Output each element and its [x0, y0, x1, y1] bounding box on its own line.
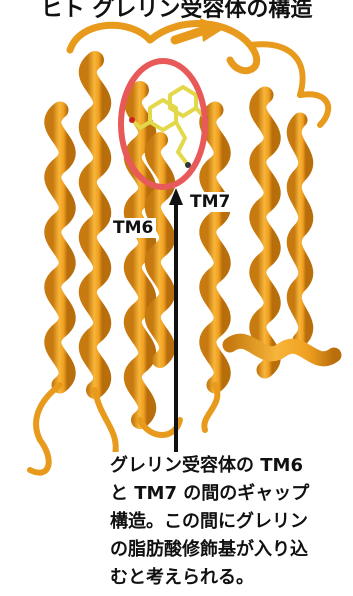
caption-line: 構造。この間にグレリン — [110, 508, 353, 536]
loop-bottom-1 — [95, 390, 116, 455]
label-tm6: TM6 — [110, 218, 156, 238]
figure-title: ヒト グレリン受容体の構造 — [0, 0, 353, 23]
helix-tm7 — [208, 110, 222, 385]
caption-line: の脂肪酸修飾基が入り込 — [110, 536, 353, 564]
caption-line: むと考えられる。 — [110, 564, 353, 592]
helix-tm3 — [133, 90, 147, 420]
beta-arrow — [175, 30, 205, 40]
helix-8 — [230, 341, 334, 359]
label-tm7: TM7 — [187, 192, 233, 212]
figure-caption: グレリン受容体の TM6 と TM7 の間のギャップ 構造。この間にグレリン の… — [108, 452, 353, 592]
helix-tm5 — [258, 95, 272, 370]
helix-tm6 — [153, 140, 167, 360]
helix-tm4 — [294, 120, 306, 340]
loop-bottom-2 — [30, 385, 60, 473]
helix-tm2 — [53, 110, 67, 385]
loop-top-1 — [70, 25, 150, 50]
caption-line: グレリン受容体の TM6 — [110, 452, 353, 480]
caption-line: と TM7 の間のギャップ — [110, 480, 353, 508]
helix-tm1 — [88, 60, 102, 390]
